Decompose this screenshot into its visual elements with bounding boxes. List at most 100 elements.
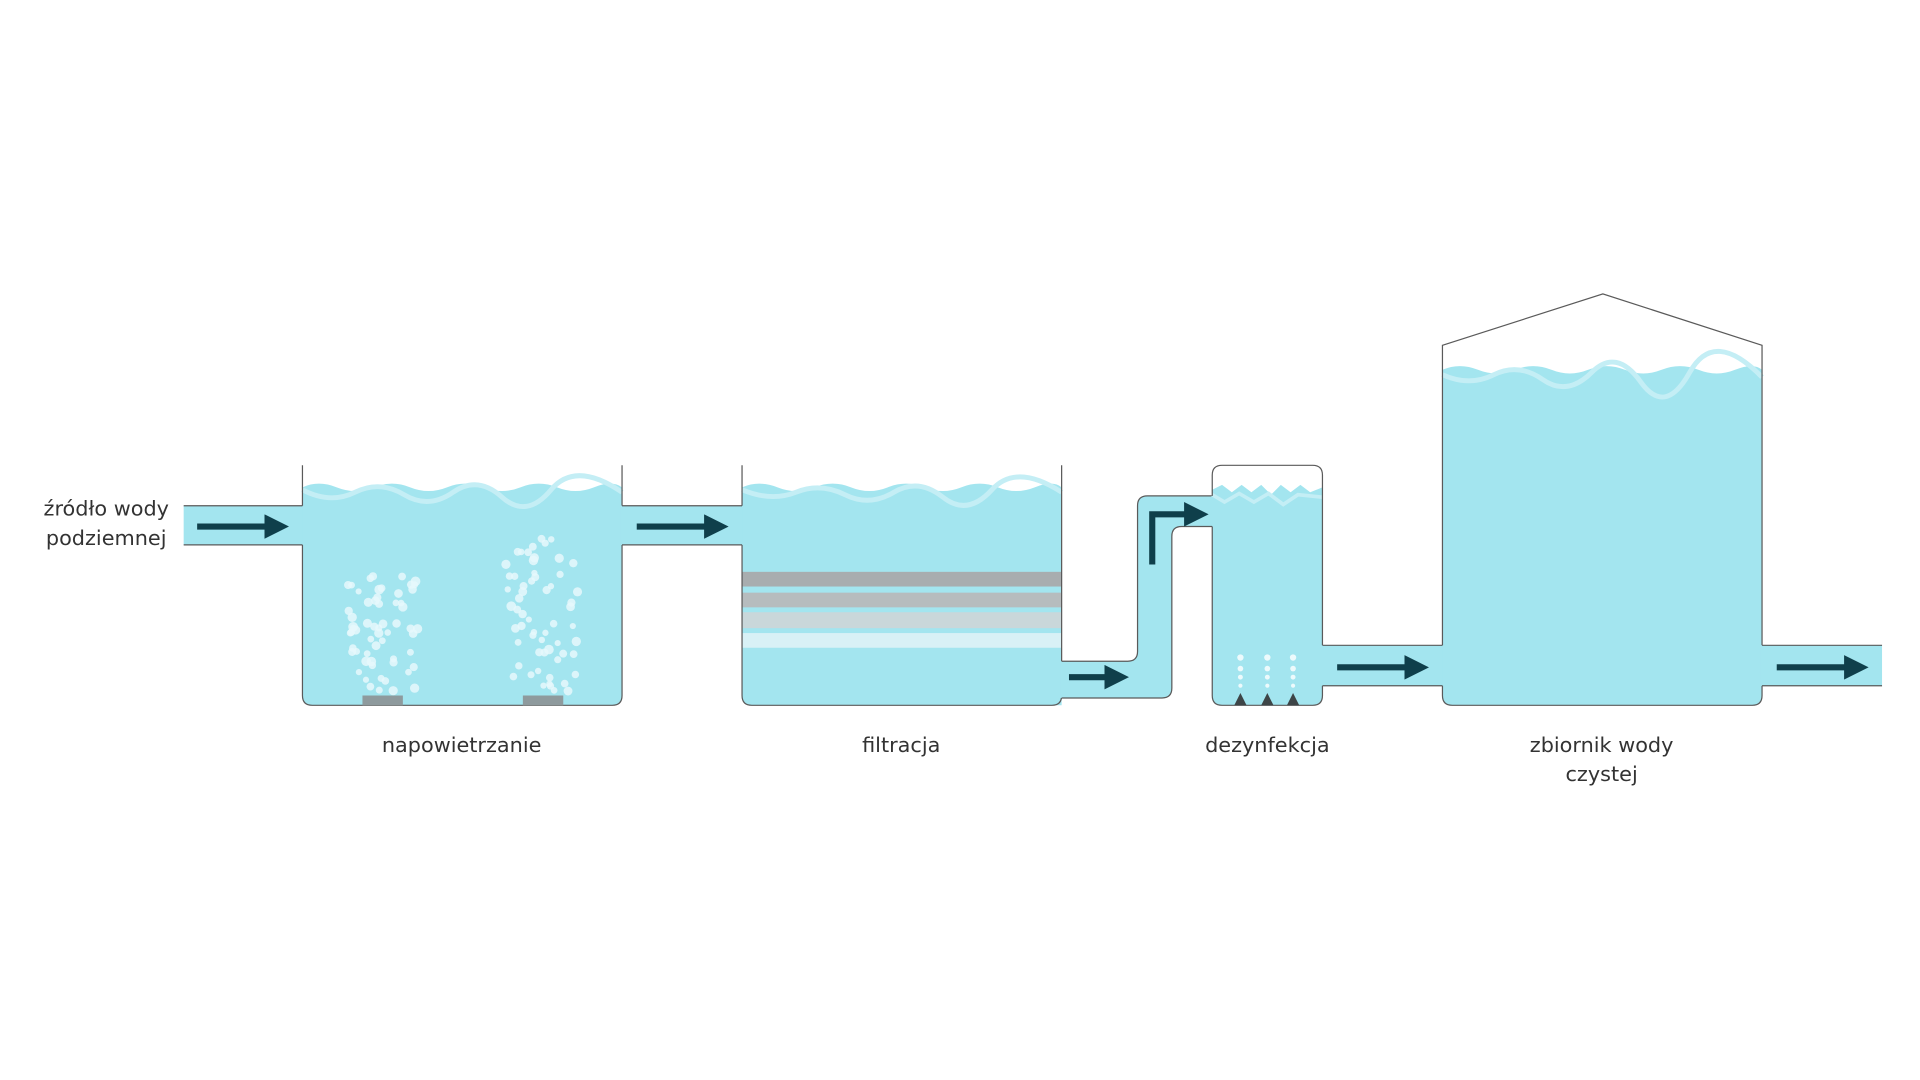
- air-bubbles: [344, 534, 583, 696]
- air-bubble: [384, 629, 392, 636]
- air-bubble: [412, 624, 423, 634]
- disinfectant-drop: [1237, 674, 1243, 680]
- air-bubble: [378, 619, 388, 629]
- air-bubble: [547, 536, 555, 543]
- air-bubble: [381, 677, 390, 685]
- air-bubble: [405, 668, 412, 676]
- air-bubble: [554, 553, 564, 563]
- air-bubble: [569, 622, 576, 630]
- air-bubble: [398, 602, 408, 612]
- disinfectant-drop: [1237, 654, 1244, 661]
- air-bubble: [375, 686, 383, 694]
- disinfectant-injectors: [1234, 654, 1300, 706]
- disinfectant-drop: [1290, 683, 1296, 688]
- air-bubble: [349, 644, 357, 652]
- air-bubble: [362, 618, 372, 628]
- air-bubble: [527, 671, 535, 679]
- air-bubble: [371, 641, 381, 651]
- disinfectant-drop: [1264, 654, 1271, 661]
- air-bubble: [371, 596, 380, 605]
- air-bubble: [542, 629, 549, 636]
- air-bubble: [517, 621, 526, 631]
- disinfectant-drop: [1290, 665, 1296, 672]
- air-bubble: [347, 628, 355, 637]
- air-bubble: [505, 572, 514, 580]
- air-bubble: [572, 587, 583, 597]
- air-bubble: [534, 667, 542, 675]
- air-bubble: [366, 656, 377, 667]
- flow-arrow-icon: [1149, 502, 1209, 565]
- air-bubble: [409, 663, 418, 672]
- air-bubble: [363, 650, 371, 658]
- air-bubble: [556, 570, 564, 579]
- air-bubble: [509, 672, 518, 681]
- air-bubble: [571, 670, 580, 679]
- air-bubble: [528, 555, 539, 566]
- air-bubble: [560, 679, 569, 688]
- air-bubble: [514, 594, 524, 603]
- air-bubble: [392, 619, 401, 628]
- label-filtration: filtracja: [862, 733, 940, 757]
- air-bubble: [378, 637, 386, 645]
- label-source: źródło wody: [44, 497, 169, 521]
- disinfectant-drop: [1238, 683, 1243, 688]
- filter-layer: [742, 571, 1062, 587]
- aerator-diffuser: [362, 695, 403, 706]
- air-bubble: [569, 558, 578, 568]
- air-bubble: [347, 612, 357, 622]
- disinfectant-drop: [1290, 674, 1296, 680]
- air-bubble: [370, 622, 379, 631]
- air-bubble: [527, 577, 536, 585]
- air-bubble: [567, 598, 576, 607]
- injector-nozzle-icon: [1234, 693, 1247, 706]
- air-bubble: [504, 586, 511, 593]
- air-bubble: [525, 616, 532, 623]
- label-reservoir: czystej: [1566, 762, 1638, 786]
- filter-layer: [742, 592, 1062, 608]
- air-bubble: [529, 631, 537, 639]
- air-bubble: [554, 656, 562, 664]
- air-bubble: [501, 559, 511, 569]
- air-bubble: [549, 619, 558, 628]
- air-bubble: [537, 534, 546, 543]
- disinfectant-drop: [1265, 683, 1270, 688]
- air-bubble: [392, 599, 400, 607]
- label-reservoir: zbiornik wody: [1530, 733, 1674, 757]
- label-aeration: napowietrzanie: [382, 733, 542, 757]
- air-bubble: [362, 676, 370, 683]
- air-bubble: [377, 584, 386, 593]
- air-bubble: [406, 648, 414, 656]
- air-bubble: [374, 628, 384, 638]
- filter-layer: [742, 633, 1062, 648]
- air-bubble: [519, 582, 528, 591]
- air-bubble: [545, 673, 554, 682]
- injector-nozzle-icon: [1261, 693, 1274, 706]
- air-bubble: [511, 572, 519, 580]
- air-bubble: [348, 581, 355, 589]
- air-bubble: [531, 569, 538, 577]
- disinfection-tank: [1211, 464, 1324, 706]
- aerator-diffuser: [522, 695, 564, 706]
- air-bubble: [518, 609, 527, 619]
- air-bubble: [389, 655, 398, 663]
- air-bubble: [569, 650, 578, 659]
- air-bubble: [409, 683, 420, 693]
- injector-nozzle-icon: [1286, 693, 1300, 706]
- air-bubble: [517, 548, 525, 556]
- air-bubble: [355, 588, 362, 595]
- riser-pipe: [1060, 495, 1214, 699]
- air-bubble: [528, 542, 537, 551]
- label-source: podziemnej: [46, 526, 167, 550]
- disinfectant-drop: [1289, 654, 1297, 661]
- air-bubble: [547, 583, 555, 590]
- air-bubble: [366, 682, 375, 691]
- label-disinfection: dezynfekcja: [1205, 733, 1330, 757]
- air-bubble: [394, 589, 403, 598]
- air-bubble: [368, 572, 378, 581]
- air-bubble: [571, 636, 581, 647]
- air-bubble: [546, 680, 553, 688]
- aeration-tank: [301, 465, 624, 706]
- air-bubble: [524, 548, 532, 557]
- air-bubble: [554, 640, 561, 647]
